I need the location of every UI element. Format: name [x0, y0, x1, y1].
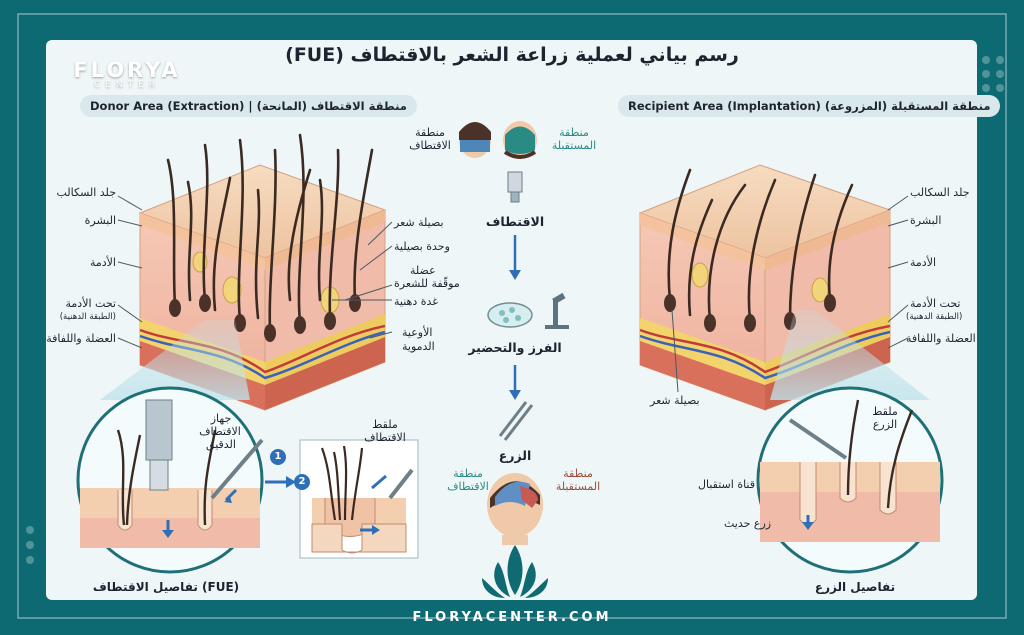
label-muscle: عضلة — [410, 264, 436, 277]
new-graft-label: زرع حديث — [724, 517, 772, 530]
extract-forceps-label-1: ملقط — [372, 418, 398, 431]
recipient-bulbs — [664, 294, 836, 332]
recipient-layer-hypodermis: تحت الأدمة — [910, 297, 961, 310]
donor-layer-fat: (الطبقة الدهنية) — [59, 312, 116, 322]
device-label-1: جهاز — [210, 412, 232, 425]
device-label-3: الدقيق — [206, 438, 236, 451]
microscope-icon — [545, 292, 569, 329]
donor-layer-epidermis: البشرة — [84, 214, 116, 227]
head-bottom — [487, 473, 543, 545]
bottom-head-recipient-1: منطقة — [563, 467, 593, 480]
donor-bulbs — [169, 294, 361, 342]
logo-name: FLORYA — [73, 58, 181, 82]
label-hair-follicle: بصيلة شعر — [394, 216, 444, 229]
punch-icon — [507, 171, 523, 203]
head-recipient-label-2: المستقبلة — [551, 139, 597, 152]
recipient-layer-muscle: العضلة واللفافة — [906, 332, 976, 345]
head-recipient-label-1: منطقة — [559, 126, 589, 139]
bottom-head-extraction-1: منطقة — [453, 467, 483, 480]
logo-sub: CENTER — [93, 80, 161, 90]
donor-area-heading: Donor Area (Extraction) | منطقة الاقتطاف… — [80, 95, 417, 117]
implant-detail-caption: تفاصيل الزرع — [814, 580, 896, 594]
donor-skin-block — [138, 164, 387, 411]
logo: FLORYA CENTER — [66, 58, 188, 90]
implant-detail-circle — [756, 386, 944, 574]
receiving-channel-label: قناة استقبال — [698, 478, 756, 491]
label-follicular-unit: وحدة بصيلية — [394, 240, 450, 253]
label-arrector-pili: موقّفة للشعرة — [394, 277, 460, 290]
donor-layer-dermis: الأدمة — [89, 256, 116, 269]
recipient-layer-dermis: الأدمة — [910, 256, 937, 269]
page-title: رسم بياني لعملية زراعة الشعر بالاقتطاف (… — [285, 44, 739, 66]
step-badge-1: 1 — [270, 449, 286, 465]
extracted-graft — [299, 439, 419, 559]
fue-detail-caption: تفاصيل الاقتطاف (FUE) — [92, 580, 240, 594]
bottom-head-extraction-2: الاقتطاف — [447, 480, 489, 493]
implant-forceps-label-1: ملقط — [872, 405, 898, 418]
logo-flower-icon — [482, 545, 548, 598]
label-blood-vessels: الأوعية — [402, 326, 433, 339]
recipient-layer-scalp: جلد السكالب — [910, 186, 970, 199]
step-extraction: الاقتطاف — [485, 214, 545, 229]
extract-forceps-label-2: الاقتطاف — [364, 431, 406, 444]
recipient-area-heading: Recipient Area (Implantation) (المزروعة)… — [618, 95, 1001, 117]
forceps-icon — [498, 401, 534, 441]
recipient-hairs — [667, 168, 854, 322]
donor-layer-muscle: العضلة واللفافة — [46, 332, 116, 345]
leader-lines — [117, 195, 909, 393]
recipient-layer-fat: (الطبقة الدهنية) — [906, 312, 963, 322]
step-badge-2: 2 — [294, 474, 310, 490]
donor-layer-scalp: جلد السكالب — [56, 186, 116, 199]
donor-hairs — [166, 133, 374, 332]
step-implant: الزرع — [498, 448, 532, 463]
petri-dish-icon — [487, 302, 533, 328]
recipient-layer-epidermis: البشرة — [910, 214, 942, 227]
head-extraction-label-1: منطقة — [415, 126, 445, 139]
step-sorting: الفرز والتحضير — [468, 340, 562, 355]
fue-detail-circle — [76, 386, 264, 574]
heads-top — [459, 121, 537, 159]
label-sebaceous-gland: غدة دهنية — [394, 295, 439, 308]
head-extraction-label-2: الاقتطاف — [409, 139, 451, 152]
recipient-follicle-label: بصيلة شعر — [650, 394, 700, 407]
label-blood-vessels-2: الدموية — [402, 340, 435, 353]
device-label-2: الاقتطاف — [199, 425, 241, 438]
footer-website[interactable]: FLORYACENTER.COM — [412, 610, 612, 625]
donor-layer-hypodermis: تحت الأدمة — [65, 297, 116, 310]
bottom-head-recipient-2: المستقبلة — [555, 480, 601, 493]
implant-forceps-label-2: الزرع — [872, 418, 898, 431]
